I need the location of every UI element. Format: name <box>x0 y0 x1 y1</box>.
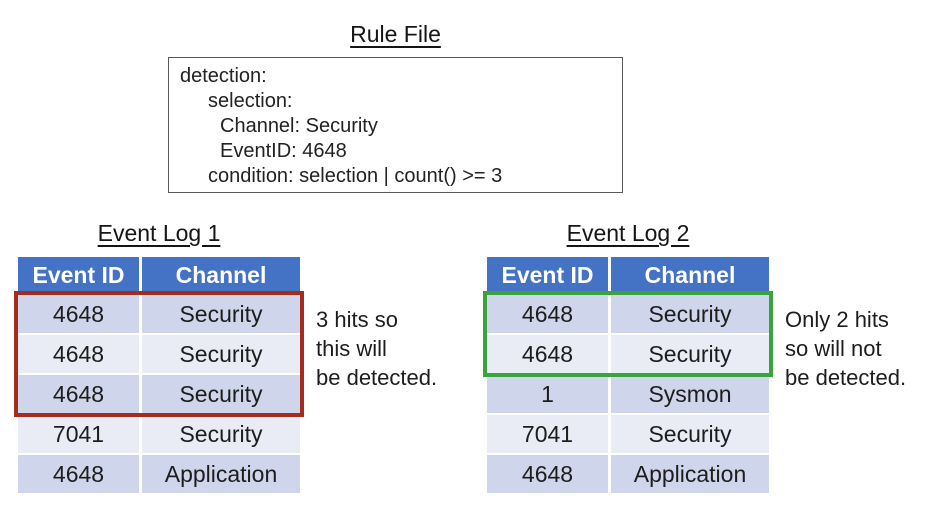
event-log-1-table: Event ID Channel 4648 Security 4648 Secu… <box>18 257 300 493</box>
log2-annotation: Only 2 hits so will not be detected. <box>785 307 907 390</box>
rule-line-channel: Channel: Security <box>220 115 378 137</box>
log2-row1-channel: Security <box>611 295 769 333</box>
log2-row5-channel: Application <box>611 455 769 493</box>
log1-row2-channel: Security <box>142 335 300 373</box>
log2-row1-event-id: 4648 <box>487 295 608 333</box>
rule-line-condition: condition: selection | count() >= 3 <box>208 165 503 187</box>
event-log-2-table: Event ID Channel 4648 Security 4648 Secu… <box>487 257 769 493</box>
log2-row3-channel: Sysmon <box>611 375 769 413</box>
log1-row4-channel: Security <box>142 415 300 453</box>
rule-line-detection: detection: <box>180 65 267 87</box>
log2-row2-event-id: 4648 <box>487 335 608 373</box>
rule-file-title: Rule File <box>350 21 441 47</box>
event-log-2-title: Event Log 2 <box>566 220 690 246</box>
log2-row4-channel: Security <box>611 415 769 453</box>
log1-annotation: 3 hits so this will be detected. <box>316 307 438 390</box>
log1-row1-channel: Security <box>142 295 300 333</box>
log1-row4-event-id: 7041 <box>18 415 139 453</box>
rule-line-eventid: EventID: 4648 <box>220 140 347 162</box>
log2-row5-event-id: 4648 <box>487 455 608 493</box>
log1-row1-event-id: 4648 <box>18 295 139 333</box>
rule-line-selection: selection: <box>208 90 293 112</box>
log2-header-event-id: Event ID <box>487 257 608 293</box>
log1-row2-event-id: 4648 <box>18 335 139 373</box>
event-log-1-title: Event Log 1 <box>97 220 221 246</box>
log1-row5-event-id: 4648 <box>18 455 139 493</box>
log1-row3-channel: Security <box>142 375 300 413</box>
log1-row5-channel: Application <box>142 455 300 493</box>
log2-row3-event-id: 1 <box>487 375 608 413</box>
log2-row2-channel: Security <box>611 335 769 373</box>
log1-row3-event-id: 4648 <box>18 375 139 413</box>
rule-file-box: detection: selection: Channel: Security … <box>168 57 623 193</box>
log1-header-event-id: Event ID <box>18 257 139 293</box>
log1-header-channel: Channel <box>142 257 300 293</box>
log2-row4-event-id: 7041 <box>487 415 608 453</box>
log2-header-channel: Channel <box>611 257 769 293</box>
